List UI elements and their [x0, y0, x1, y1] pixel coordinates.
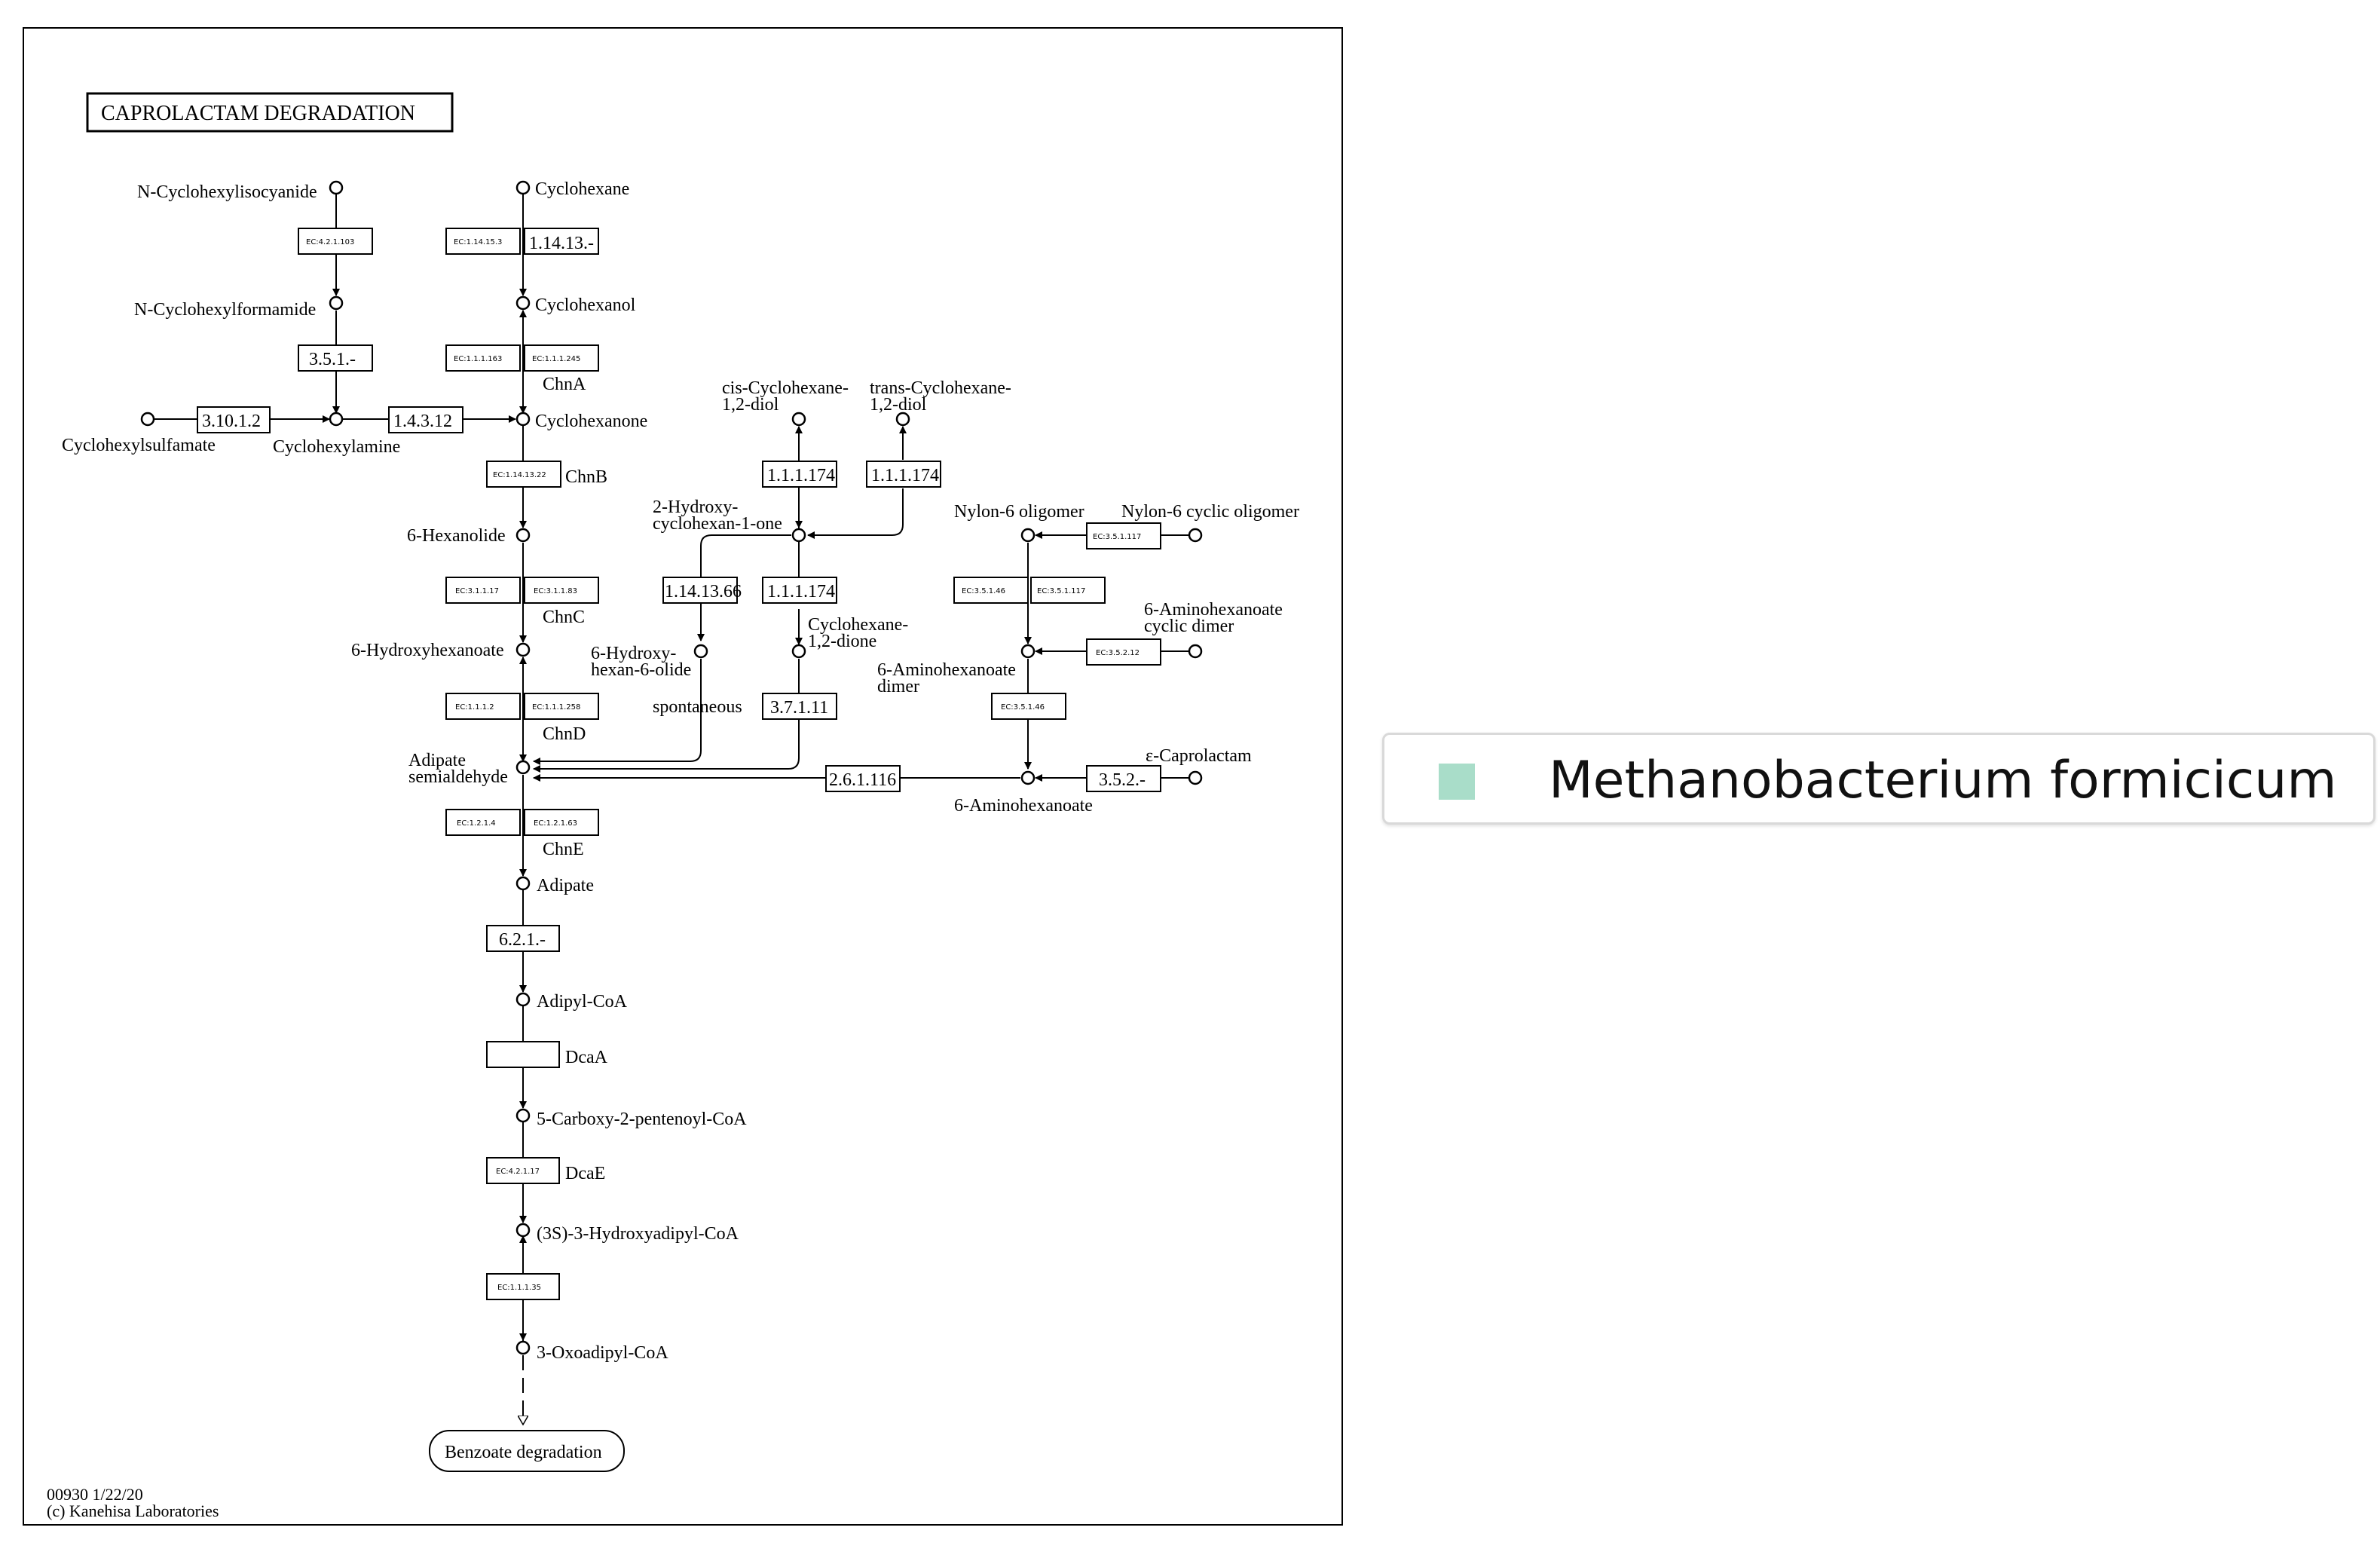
- enzyme-label: EC:1.1.1.163: [454, 355, 502, 363]
- compound-label: 2-Hydroxy-: [653, 497, 738, 517]
- enzyme-label: 3.7.1.11: [770, 698, 828, 718]
- compound-label: trans-Cyclohexane-: [870, 378, 1011, 398]
- organism-color-swatch: [1439, 764, 1475, 800]
- compound-label: 1,2-diol: [722, 395, 779, 415]
- enzyme-label: 1.1.1.174: [767, 466, 835, 485]
- compound-label: Nylon-6 cyclic oligomer: [1121, 502, 1299, 522]
- compound-label: N-Cyclohexylisocyanide: [137, 182, 317, 202]
- enzyme-label: EC:1.2.1.63: [534, 819, 577, 828]
- compound-label: Adipyl-CoA: [537, 992, 628, 1012]
- enzyme-label: 1.4.3.12: [393, 412, 452, 431]
- gene-label: DcaE: [565, 1164, 605, 1183]
- enzyme-label: EC:1.14.15.3: [454, 238, 502, 246]
- enzyme-label: 3.5.2.-: [1099, 770, 1146, 790]
- enzyme-label: EC:1.1.1.258: [532, 703, 580, 712]
- gene-label: ChnD: [543, 724, 586, 744]
- gene-label: DcaA: [565, 1048, 608, 1067]
- compound-label: 6-Aminohexanoate: [954, 796, 1093, 816]
- footer-copyright: (c) Kanehisa Laboratories: [47, 1501, 219, 1520]
- compound-label: Cyclohexane-: [808, 615, 908, 635]
- compound-label: hexan-6-olide: [591, 660, 691, 680]
- enzyme-label: EC:1.2.1.4: [457, 819, 496, 828]
- enzyme-label: EC:3.5.1.117: [1093, 533, 1141, 541]
- compound-label: Cyclohexylsulfamate: [62, 436, 216, 455]
- enzyme-label: 1.14.13.-: [529, 234, 594, 253]
- enzyme-label: EC:1.1.1.35: [497, 1284, 541, 1292]
- compound-label: 6-Hydroxyhexanoate: [351, 641, 504, 660]
- compound-label: 1,2-diol: [870, 395, 927, 415]
- compound-label: semialdehyde: [408, 767, 508, 787]
- compound-label: spontaneous: [653, 697, 742, 717]
- gene-label: ChnB: [565, 467, 607, 487]
- enzyme-boxes[interactable]: [197, 228, 1161, 1300]
- compound-label: 6-Hexanolide: [407, 526, 506, 546]
- compound-label: dimer: [877, 677, 919, 696]
- enzyme-label: EC:3.5.2.12: [1096, 649, 1140, 657]
- compound-label: cyclohexan-1-one: [653, 514, 782, 534]
- compound-label: 6-Hydroxy-: [591, 644, 676, 663]
- organism-legend: Methanobacterium formicicum: [1382, 733, 2375, 825]
- compound-label: cis-Cyclohexane-: [722, 378, 849, 398]
- map-title: CAPROLACTAM DEGRADATION: [101, 102, 415, 125]
- gene-labels: ChnA ChnB ChnC ChnD ChnE DcaA DcaE: [543, 375, 608, 1183]
- enzyme-label: 1.1.1.174: [871, 466, 939, 485]
- compound-label: Adipate: [408, 751, 466, 770]
- enzyme-labels: EC:4.2.1.103 3.5.1.- 3.10.1.2 1.4.3.12 E…: [202, 234, 1146, 1292]
- title-box: [86, 92, 454, 133]
- enzyme-label: EC:1.14.13.22: [493, 471, 546, 479]
- benzoate-map-link[interactable]: [429, 1430, 625, 1472]
- enzyme-label: 6.2.1.-: [499, 930, 546, 950]
- gene-label: ChnC: [543, 608, 585, 627]
- compound-label: 6-Aminohexanoate: [877, 660, 1016, 680]
- organism-name: Methanobacterium formicicum: [1549, 751, 2337, 810]
- compound-labels: N-Cyclohexylisocyanide N-Cyclohexylforma…: [62, 179, 1299, 1363]
- compound-label: Cyclohexane: [535, 179, 629, 199]
- enzyme-label: EC:3.1.1.83: [534, 587, 577, 595]
- compound-label: ε-Caprolactam: [1146, 746, 1252, 766]
- pathway-map: CAPROLACTAM DEGRADATION: [23, 27, 1343, 1526]
- enzyme-label: EC:4.2.1.17: [496, 1168, 540, 1176]
- compound-nodes: [140, 180, 1203, 1355]
- compound-label: 3-Oxoadipyl-CoA: [537, 1343, 668, 1363]
- enzyme-label: 3.5.1.-: [309, 350, 356, 369]
- enzyme-label: EC:3.1.1.17: [455, 587, 499, 595]
- enzyme-label: EC:1.1.1.2: [455, 703, 494, 712]
- compound-label: Nylon-6 oligomer: [954, 502, 1084, 522]
- footer-id: 00930 1/22/20: [47, 1485, 143, 1504]
- compound-label: Cyclohexanol: [535, 295, 636, 315]
- compound-label: Cyclohexylamine: [273, 437, 400, 457]
- compound-label: 6-Aminohexanoate: [1144, 600, 1283, 620]
- compound-label: 5-Carboxy-2-pentenoyl-CoA: [537, 1110, 747, 1129]
- compound-label: Cyclohexanone: [535, 412, 647, 431]
- enzyme-label: EC:1.1.1.245: [532, 355, 580, 363]
- compound-label: cyclic dimer: [1144, 617, 1234, 636]
- gene-label: ChnE: [543, 840, 584, 859]
- benzoate-map-label: Benzoate degradation: [445, 1443, 602, 1462]
- enzyme-label: EC:3.5.1.117: [1037, 587, 1085, 595]
- compound-label: (3S)-3-Hydroxyadipyl-CoA: [537, 1224, 739, 1244]
- compound-label: N-Cyclohexylformamide: [134, 300, 316, 320]
- gene-label: ChnA: [543, 375, 586, 394]
- compound-label: Adipate: [537, 876, 594, 895]
- compound-label: 1,2-dione: [808, 632, 876, 651]
- enzyme-label: EC:3.5.1.46: [962, 587, 1005, 595]
- enzyme-label: 2.6.1.116: [829, 770, 896, 790]
- enzyme-label: 1.1.1.174: [767, 582, 835, 601]
- enzyme-label: EC:3.5.1.46: [1001, 703, 1045, 712]
- enzyme-label: 3.10.1.2: [202, 412, 261, 431]
- enzyme-label: EC:4.2.1.103: [306, 238, 354, 246]
- enzyme-label: 1.14.13.66: [665, 582, 742, 601]
